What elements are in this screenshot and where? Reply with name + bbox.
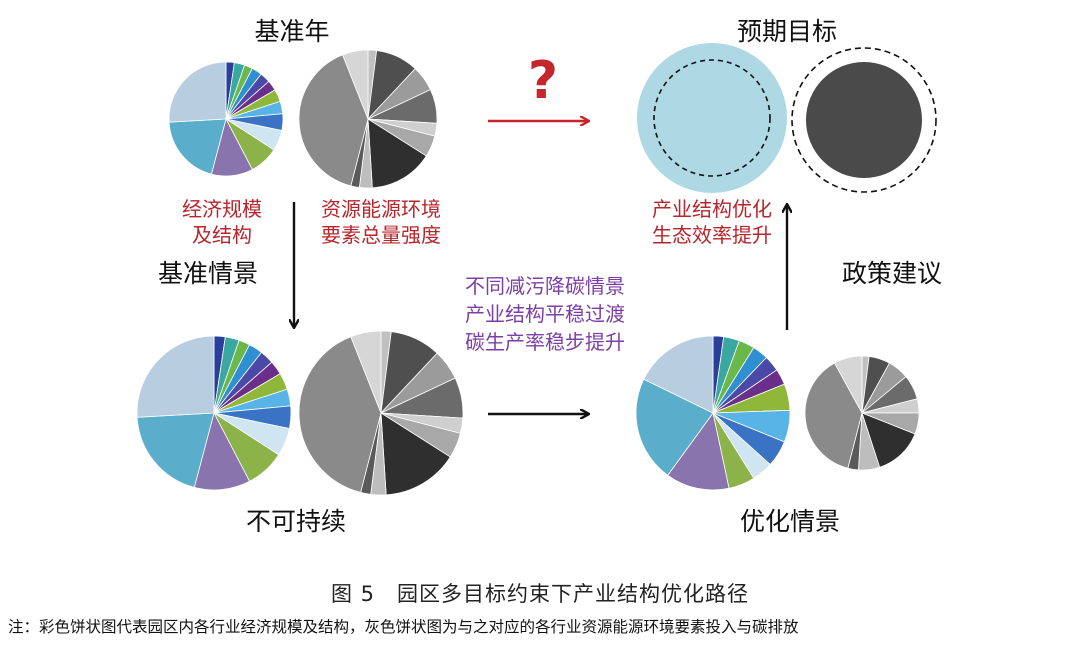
pie-slice xyxy=(168,118,227,175)
pie-slice xyxy=(667,412,730,491)
goal-label-line1: 产业结构优化 xyxy=(652,197,772,221)
pie-slice xyxy=(635,378,714,476)
pie-baseline-resource xyxy=(298,49,438,189)
resource-label-line1: 资源能源环境 xyxy=(321,197,441,221)
pie-optimized-economy xyxy=(635,335,791,491)
figure-note: 注：彩色饼状图代表园区内各行业经济规模及结构，灰色饼状图为与之对应的各行业资源能… xyxy=(8,618,799,636)
economy-label-line1: 经济规模 xyxy=(182,197,262,221)
pie-slice xyxy=(168,61,227,123)
pie-slice xyxy=(367,118,427,189)
baseline-scenario-label: 基准情景 xyxy=(158,259,258,288)
expected-goal-title: 预期目标 xyxy=(737,17,837,46)
pie-slice xyxy=(298,54,369,187)
pie-slice xyxy=(643,335,714,414)
pie-slice xyxy=(136,335,215,418)
policy-advice-label: 政策建议 xyxy=(842,259,942,288)
resource-label-line2: 要素总量强度 xyxy=(321,223,441,247)
goal-light-dashed-ring xyxy=(653,59,771,177)
question-mark: ? xyxy=(528,51,558,111)
pie-slice xyxy=(833,355,863,414)
pie-slice xyxy=(804,362,863,469)
pie-optimized-resource xyxy=(804,355,920,471)
pie-slice xyxy=(380,412,451,496)
pie-slice xyxy=(350,330,382,414)
goal-light-circle xyxy=(637,43,787,193)
scenario-label-line3: 碳生产率稳步提升 xyxy=(465,330,625,354)
baseline-year-title: 基准年 xyxy=(254,17,329,46)
goal-label-line2: 生态效率提升 xyxy=(652,223,772,247)
pie-slice xyxy=(298,336,382,493)
scenario-label-line2: 产业结构平稳过渡 xyxy=(465,302,625,326)
pie-baseline-economy xyxy=(168,61,284,177)
figure-caption: 图 5 园区多目标约束下产业结构优化路径 xyxy=(330,582,750,606)
pie-slice xyxy=(136,412,215,488)
pie-unsustainable-economy xyxy=(136,335,292,491)
economy-label-line2: 及结构 xyxy=(192,223,252,247)
goal-dark-dashed-ring xyxy=(791,47,937,193)
unsustainable-label: 不可持续 xyxy=(246,507,346,536)
pie-unsustainable-resource xyxy=(298,330,464,496)
optimized-scenario-label: 优化情景 xyxy=(740,507,840,536)
pie-slice xyxy=(342,49,369,120)
goal-dark-circle xyxy=(806,62,922,178)
scenario-label-line1: 不同减污降碳情景 xyxy=(465,274,625,298)
